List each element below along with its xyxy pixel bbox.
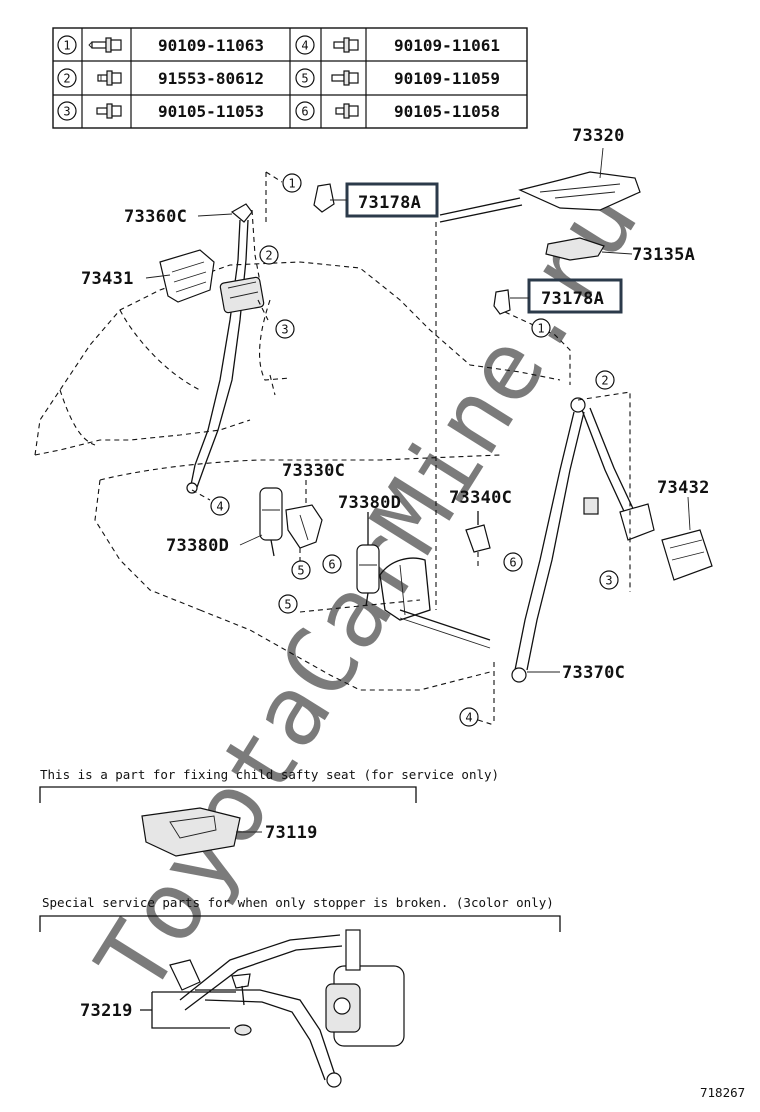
fastener-table: 1 90109-11063 4 90109-11061 2 91553-8061…	[52, 27, 528, 129]
callout-3-right: 3	[599, 570, 619, 590]
anchor-cover-part-2	[493, 289, 571, 385]
part-label-73360C[interactable]: 73360C	[124, 207, 187, 227]
callout-3-left: 3	[275, 319, 295, 339]
callout-4-left: 4	[210, 496, 230, 516]
bolt-icon	[335, 103, 359, 119]
callout-6-right: 6	[503, 552, 523, 572]
retractor-bracket	[435, 171, 641, 610]
child-seat-anchor-bracket	[141, 807, 241, 857]
ref-number: 5	[301, 72, 308, 86]
part-label-73431[interactable]: 73431	[81, 269, 134, 289]
ref-number: 4	[301, 39, 308, 53]
bolt-icon	[331, 70, 359, 86]
right-belt-assembly	[493, 391, 713, 725]
svg-text:4: 4	[465, 711, 472, 725]
part-label-73370C[interactable]: 73370C	[562, 663, 625, 683]
part-label-73380D-left[interactable]: 73380D	[166, 536, 229, 556]
svg-text:6: 6	[509, 556, 516, 570]
callout-5-buckle: 5	[291, 560, 311, 580]
part-number: 90105-11053	[158, 102, 264, 121]
callout-1-top-left: 1	[282, 173, 302, 193]
callout-5-floor: 5	[278, 594, 298, 614]
buckle-73380D-left	[259, 487, 283, 557]
svg-text:6: 6	[328, 558, 335, 572]
callout-6-buckle: 6	[322, 554, 342, 574]
buckle-73330C	[285, 480, 323, 564]
svg-text:5: 5	[297, 564, 304, 578]
svg-text:2: 2	[601, 374, 608, 388]
part-label-73380D-center[interactable]: 73380D	[338, 493, 401, 513]
table-row-1: 1 90109-11063 4 90109-11061	[57, 35, 500, 55]
svg-text:3: 3	[281, 323, 288, 337]
child-seat-note: This is a part for fixing child safty se…	[40, 767, 499, 782]
part-label-73178A-2[interactable]: 73178A	[541, 289, 604, 309]
ref-number: 2	[63, 72, 70, 86]
stopper-retractor-illustration	[169, 929, 405, 1088]
stopper-note: Special service parts for when only stop…	[42, 895, 554, 910]
buckle-73380D-center	[356, 512, 380, 607]
table-row-3: 3 90105-11053 6 90105-11058	[57, 101, 500, 121]
part-label-73135A[interactable]: 73135A	[632, 245, 695, 265]
table-row-2: 2 91553-80612 5 90109-11059	[57, 68, 500, 88]
part-label-73320[interactable]: 73320	[572, 126, 625, 146]
part-label-73432[interactable]: 73432	[657, 478, 710, 498]
part-label-73178A[interactable]: 73178A	[358, 193, 421, 213]
callout-2-left: 2	[259, 245, 279, 265]
ref-number: 1	[63, 39, 70, 53]
buckle-73340C	[465, 511, 491, 570]
svg-text:1: 1	[537, 322, 544, 336]
child-seat-section: This is a part for fixing child safty se…	[39, 767, 499, 857]
part-number: 91553-80612	[158, 69, 264, 88]
stopper-section: Special service parts for when only stop…	[39, 895, 561, 1088]
bolt-icon	[333, 37, 359, 53]
anchor-cover-part	[313, 183, 335, 213]
svg-text:4: 4	[216, 500, 223, 514]
part-label-73219[interactable]: 73219	[80, 1001, 133, 1021]
svg-text:5: 5	[284, 598, 291, 612]
bolt-icon	[97, 70, 122, 86]
part-number: 90105-11058	[394, 102, 500, 121]
left-belt-assembly	[159, 171, 283, 501]
bolt-icon	[96, 103, 122, 119]
diagram-code: 718267	[700, 1085, 745, 1100]
ref-number: 6	[301, 105, 308, 119]
highlight-box	[527, 278, 623, 314]
part-number: 90109-11059	[394, 69, 500, 88]
part-label-73340C[interactable]: 73340C	[449, 488, 512, 508]
bolt-icon	[88, 37, 122, 53]
part-label-73119[interactable]: 73119	[265, 823, 318, 843]
svg-text:3: 3	[605, 574, 612, 588]
part-number: 90109-11061	[394, 36, 500, 55]
callout-2-right: 2	[595, 370, 615, 390]
part-label-73330C[interactable]: 73330C	[282, 461, 345, 481]
callout-4-bottom: 4	[459, 707, 479, 727]
seat-anchor-bracket	[299, 557, 491, 649]
svg-text:1: 1	[288, 177, 295, 191]
ref-number: 3	[63, 105, 70, 119]
clip-part	[545, 237, 605, 261]
part-number: 90109-11063	[158, 36, 264, 55]
svg-text:2: 2	[265, 249, 272, 263]
callout-1-right: 1	[531, 318, 551, 338]
